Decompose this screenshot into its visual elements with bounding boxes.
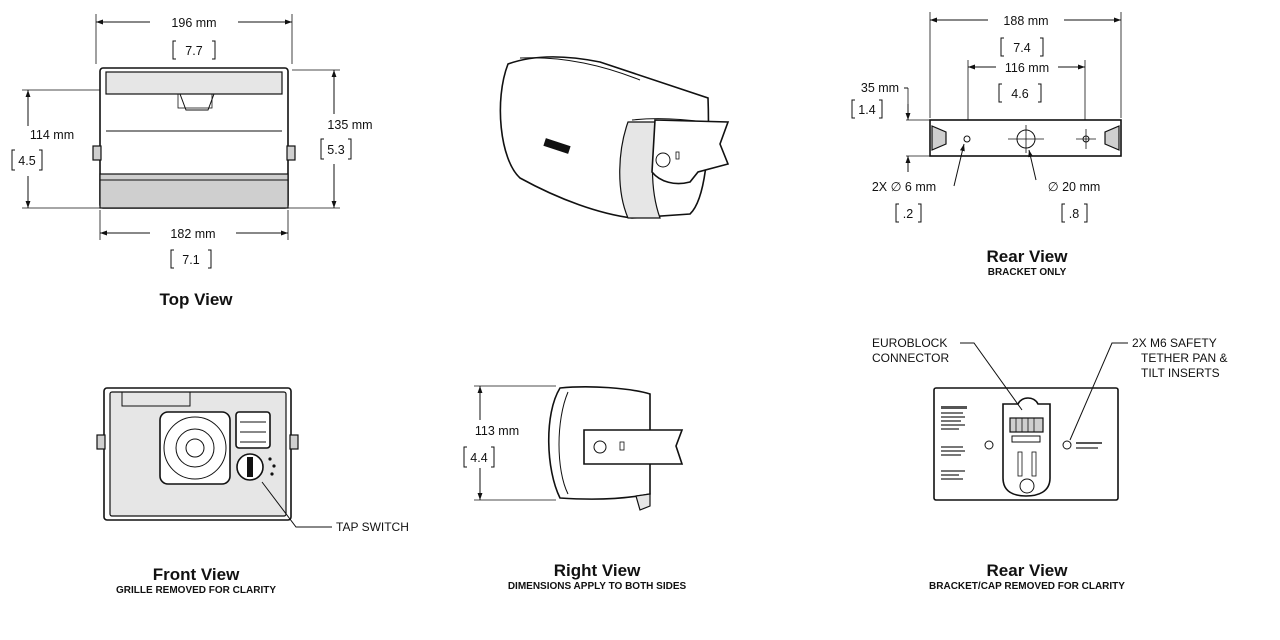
top-width-mm: 196 mm	[171, 16, 216, 30]
isometric-view	[499, 56, 730, 219]
rear-bracket-view: 188 mm 7.4 116 mm 4.6 35 mm 1.4 2X ∅	[851, 12, 1122, 278]
small-hole-label: 2X ∅ 6 mm	[872, 180, 936, 194]
bracket-width-in: 7.4	[1013, 41, 1030, 55]
euroblock-callout-2: CONNECTOR	[872, 351, 949, 365]
tap-switch-callout: TAP SWITCH	[336, 520, 409, 534]
driver-frame	[159, 411, 231, 485]
bracket-width-mm: 188 mm	[1003, 14, 1048, 28]
bose-logo	[543, 138, 571, 154]
rear-bracket-subtitle: BRACKET ONLY	[988, 267, 1067, 278]
rear-label-text-right	[1076, 442, 1102, 449]
rear-cap-title: Rear View	[987, 561, 1069, 580]
bracket-knob	[655, 152, 671, 168]
large-hole-in: .8	[1069, 207, 1079, 221]
euroblock-callout-1: EUROBLOCK	[872, 336, 947, 350]
rear-bracket-title: Rear View	[987, 247, 1069, 266]
bracket-height-in: 1.4	[858, 103, 875, 117]
bracket-height-mm: 35 mm	[861, 81, 899, 95]
large-hole-label: ∅ 20 mm	[1048, 180, 1101, 194]
euroblock-connector	[1009, 417, 1044, 433]
rear-cap-view: EUROBLOCK CONNECTOR 2X M6 SAFETY TETHER …	[872, 336, 1227, 592]
rear-connector-panel	[1002, 397, 1051, 497]
bottom-width-mm: 182 mm	[170, 227, 215, 241]
front-view: TAP SWITCH Front View GRILLE REMOVED FOR…	[96, 387, 409, 596]
right-view-title: Right View	[554, 561, 641, 580]
m6-callout-2: TETHER PAN &	[1141, 351, 1227, 365]
rear-label-text-left	[941, 406, 967, 480]
tether-insert-left	[984, 440, 994, 450]
top-right-in: 5.3	[327, 143, 344, 157]
m6-callout-1: 2X M6 SAFETY	[1132, 336, 1217, 350]
right-height-mm: 113 mm	[475, 424, 519, 438]
bracket-plate	[929, 119, 1122, 157]
top-right-mm: 135 mm	[327, 118, 372, 132]
right-view: 113 mm 4.4 Right View DIMENSIONS APPLY T…	[463, 385, 687, 592]
tether-insert-right	[1062, 440, 1072, 450]
mounting-bracket	[651, 119, 730, 185]
bottom-width-in: 7.1	[182, 253, 199, 267]
right-bracket-knob	[593, 440, 607, 454]
right-bracket	[583, 429, 684, 465]
bracket-span-in: 4.6	[1011, 87, 1028, 101]
front-view-subtitle: GRILLE REMOVED FOR CLARITY	[116, 585, 276, 596]
bracket-span-mm: 116 mm	[1005, 61, 1049, 75]
driver-cone	[163, 416, 227, 480]
top-view-title: Top View	[159, 290, 233, 309]
bracket-hole-left	[963, 135, 971, 143]
top-left-mm: 114 mm	[30, 128, 74, 142]
speaker-body	[499, 56, 710, 219]
right-view-subtitle: DIMENSIONS APPLY TO BOTH SIDES	[508, 581, 687, 592]
top-width-in: 7.7	[185, 44, 202, 58]
small-hole-in: .2	[903, 207, 913, 221]
front-view-title: Front View	[153, 565, 240, 584]
rear-cap-subtitle: BRACKET/CAP REMOVED FOR CLARITY	[929, 581, 1125, 592]
top-left-in: 4.5	[18, 154, 35, 168]
top-view: 196 mm 7.7 114 mm 4.5 135 mm 5.3	[11, 14, 373, 309]
right-height-in: 4.4	[470, 451, 487, 465]
m6-callout-3: TILT INSERTS	[1141, 366, 1220, 380]
